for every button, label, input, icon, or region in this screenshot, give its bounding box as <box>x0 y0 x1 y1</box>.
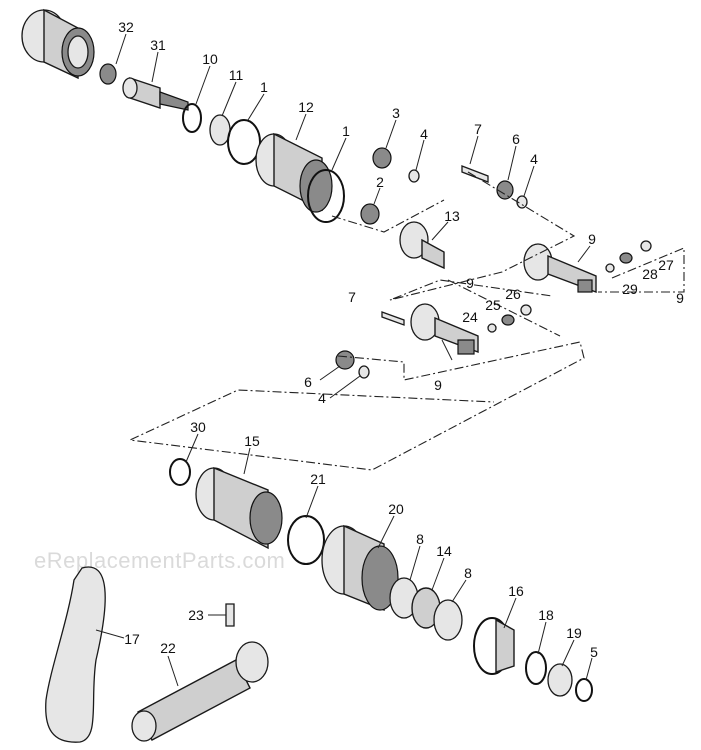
callout-32: 32 <box>118 19 134 35</box>
callout-6: 6 <box>512 131 520 147</box>
callout-27: 27 <box>658 257 674 273</box>
callout-3: 3 <box>392 105 400 121</box>
part-2-planet-gear <box>360 203 380 225</box>
callout-1: 1 <box>260 79 268 95</box>
callout-21: 21 <box>310 471 326 487</box>
watermark-text: eReplacementParts.com <box>34 548 286 573</box>
part-11-washer <box>209 114 231 146</box>
part-6-gear-second <box>335 350 355 370</box>
callout-29: 29 <box>622 281 638 297</box>
part-30-washer <box>169 458 191 486</box>
part-16-head <box>473 617 515 675</box>
part-27-screw <box>640 240 652 252</box>
part-29-ball <box>605 263 615 273</box>
part-25-spring <box>501 314 515 326</box>
part-1-oring <box>227 119 261 165</box>
part-10-ring <box>182 103 202 133</box>
callout-4: 4 <box>420 126 428 142</box>
callout-5: 5 <box>590 644 598 660</box>
part-5-oring <box>575 678 593 702</box>
callout-8-second: 8 <box>464 565 472 581</box>
part-32-gear-housing <box>21 8 95 80</box>
callout-25: 25 <box>485 297 501 313</box>
connector-line <box>331 199 445 233</box>
callout-4-second: 4 <box>530 151 538 167</box>
connector-line <box>447 279 561 337</box>
callout-16: 16 <box>508 583 524 599</box>
callout-12: 12 <box>298 99 314 115</box>
callout-9-second: 9 <box>676 290 684 306</box>
callout-9-third: 9 <box>466 275 474 291</box>
part-23-screw <box>225 603 235 627</box>
callout-19: 19 <box>566 625 582 641</box>
callout-22: 22 <box>160 640 176 656</box>
callout-9-fourth: 9 <box>434 377 442 393</box>
part-3-planet-gear <box>372 147 392 169</box>
callout-18: 18 <box>538 607 554 623</box>
callout-8: 8 <box>416 531 424 547</box>
callout-23: 23 <box>188 607 204 623</box>
connector-line <box>598 247 685 293</box>
callout-17: 17 <box>124 631 140 647</box>
part-13-carrier <box>399 221 445 270</box>
part-9-shaft-assembly-upper <box>523 243 597 294</box>
callout-7: 7 <box>474 121 482 137</box>
part-18-retaining-ring <box>525 651 547 685</box>
part-7-pin <box>461 165 489 183</box>
callout-1-second: 1 <box>342 123 350 139</box>
part-4-pin-third <box>358 365 370 379</box>
part-26-screw <box>520 304 532 316</box>
part-15-clutch-housing <box>195 466 283 550</box>
leader-lines <box>95 33 593 687</box>
callout-15: 15 <box>244 433 260 449</box>
callout-20: 20 <box>388 501 404 517</box>
part-31-spindle-gear <box>99 63 189 111</box>
callout-11: 11 <box>228 67 244 83</box>
part-21-ring <box>287 515 325 565</box>
callout-14: 14 <box>436 543 452 559</box>
part-9-shaft-assembly-middle <box>381 303 479 355</box>
callout-28: 28 <box>642 266 658 282</box>
callout-9: 9 <box>588 231 596 247</box>
callout-7-second: 7 <box>348 289 356 305</box>
part-20-housing-nut <box>321 524 399 612</box>
callout-10: 10 <box>202 51 218 67</box>
part-4-pin <box>408 169 420 183</box>
callout-24: 24 <box>462 309 478 325</box>
part-12-cylinder <box>255 132 333 213</box>
callout-13: 13 <box>444 208 460 224</box>
part-6-gear <box>496 180 514 200</box>
callout-26: 26 <box>505 286 521 302</box>
part-19-washer <box>547 663 573 697</box>
connector-line <box>389 171 576 301</box>
part-22-side-handle <box>131 641 269 742</box>
callout-4-third: 4 <box>318 390 326 406</box>
callout-2: 2 <box>376 174 384 190</box>
callout-30: 30 <box>190 419 206 435</box>
part-24-ball <box>487 323 497 333</box>
connector-line <box>128 341 585 471</box>
part-28-spring <box>619 252 633 264</box>
callout-31: 31 <box>150 37 166 53</box>
part-8-bearing-second <box>433 599 463 641</box>
part-1-oring-second <box>307 169 345 223</box>
part-17-side-handle-strap <box>45 566 106 743</box>
callout-6-second: 6 <box>304 374 312 390</box>
